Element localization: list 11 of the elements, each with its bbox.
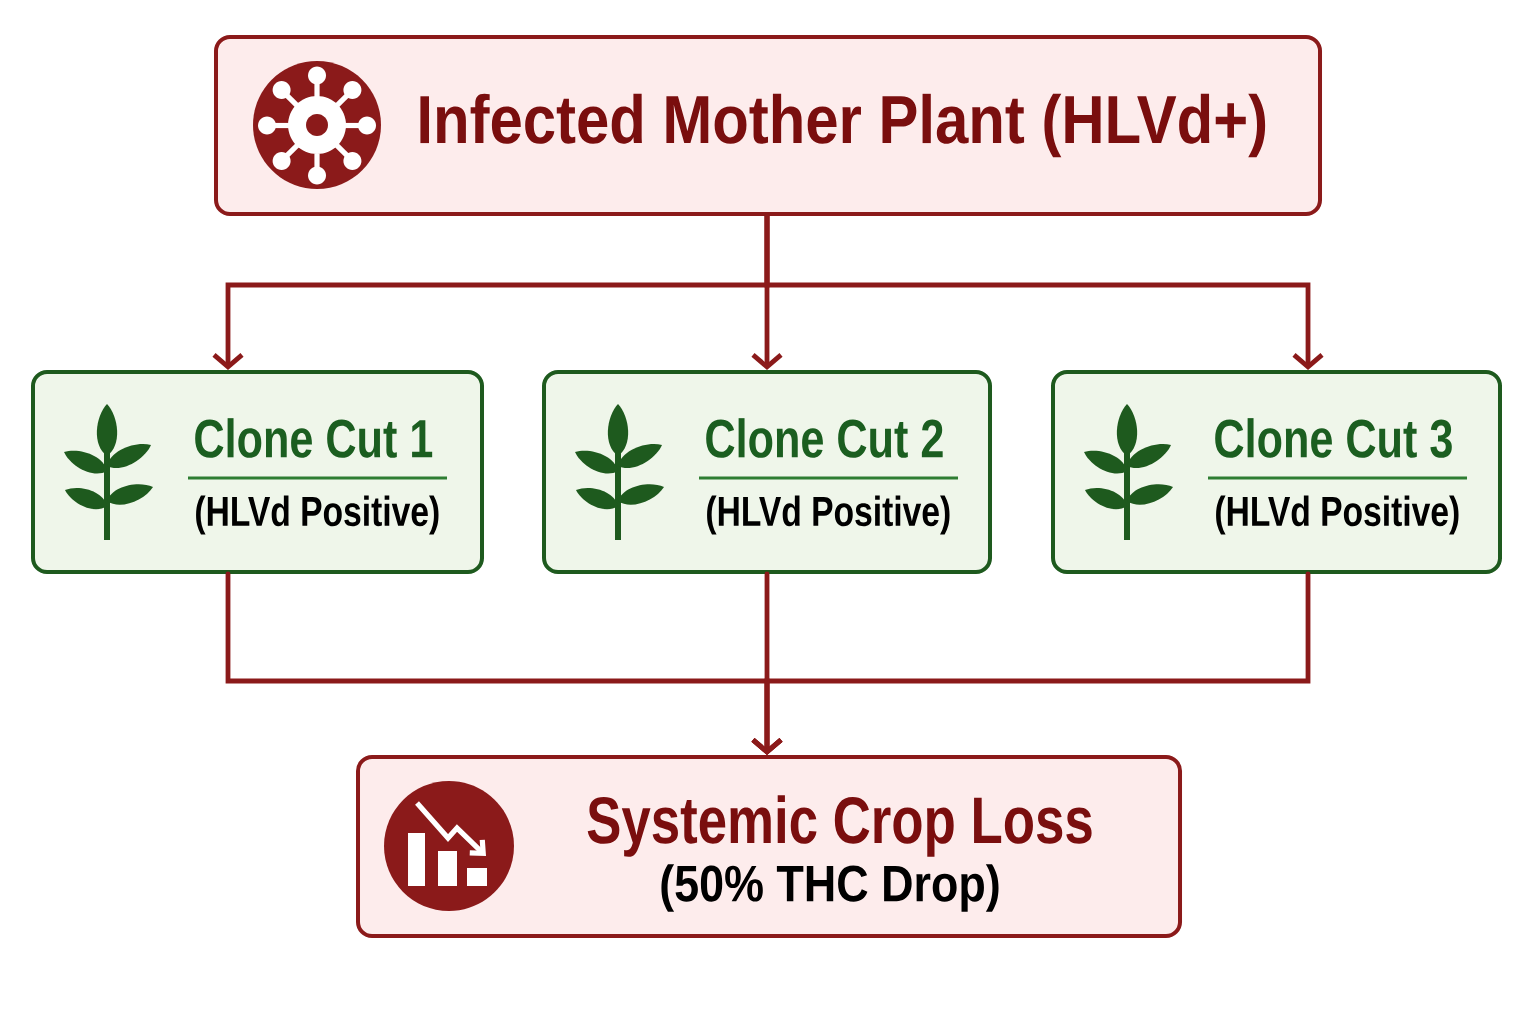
heading: Clone Cut 3 [1215, 418, 1452, 458]
heading: Clone Cut 1 [195, 418, 433, 458]
status-label: (HLVd Positive) [707, 495, 950, 535]
heading: Systemic Crop Loss [587, 795, 1092, 857]
subheading: (50% THC Drop) [661, 864, 999, 912]
heading: Infected Mother Plant (HLVd+) [420, 93, 1266, 158]
status-label: (HLVd Positive) [1216, 495, 1459, 535]
status-label: (HLVd Positive) [196, 495, 439, 535]
heading: Clone Cut 2 [706, 418, 943, 458]
arrow [764, 213, 1324, 370]
arrow [751, 571, 1311, 755]
